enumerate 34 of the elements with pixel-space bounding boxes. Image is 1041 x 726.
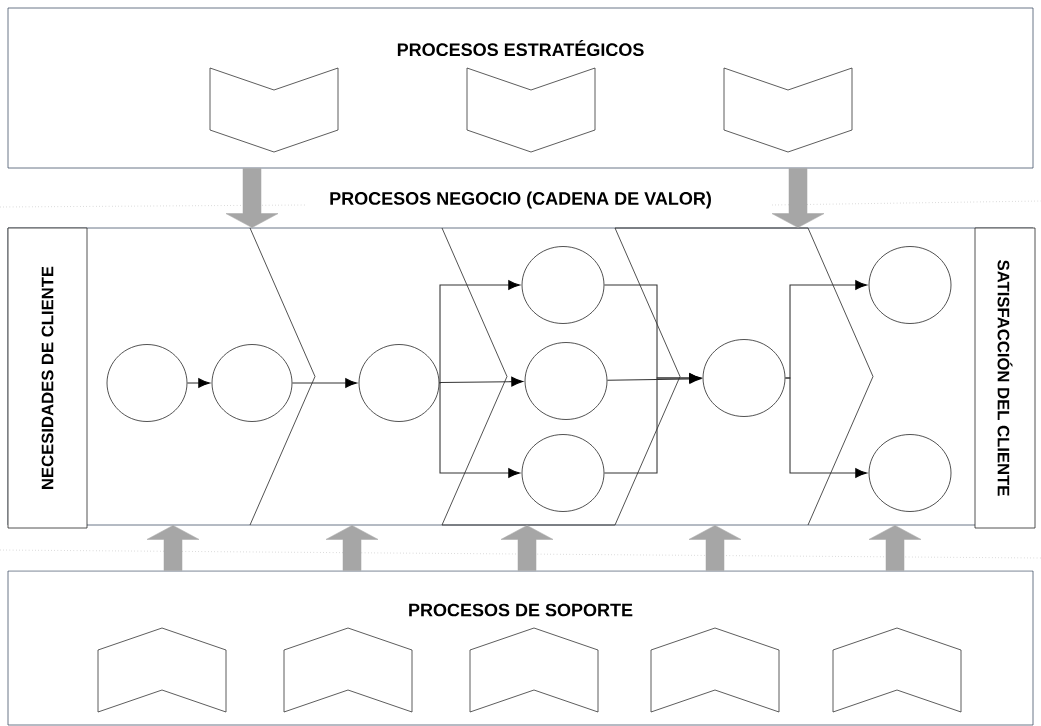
block-arrow bbox=[225, 168, 279, 228]
arrow bbox=[291, 378, 358, 388]
chevron-shape bbox=[283, 627, 413, 713]
arrow bbox=[186, 378, 211, 388]
process-circle bbox=[521, 434, 605, 512]
process-circle bbox=[868, 246, 952, 324]
chevron-shape bbox=[469, 627, 599, 713]
chevron-shape bbox=[723, 67, 853, 153]
node-label: PROCESOS NEGOCIO (CADENA DE VALOR) bbox=[330, 191, 711, 209]
chevron-shape bbox=[209, 67, 339, 153]
process-circle bbox=[868, 434, 952, 512]
process-circle bbox=[358, 344, 440, 422]
chevron-shape bbox=[832, 627, 962, 713]
chevron-shape bbox=[466, 67, 596, 153]
arrow bbox=[784, 377, 868, 478]
process-circle bbox=[524, 342, 608, 420]
process-circle bbox=[211, 344, 293, 422]
block-arrow bbox=[868, 525, 922, 571]
arrow bbox=[438, 280, 521, 384]
chevron-shape bbox=[97, 627, 227, 713]
arrow bbox=[438, 382, 521, 478]
arrow bbox=[603, 373, 702, 474]
process-circle bbox=[702, 339, 786, 417]
block-arrow bbox=[500, 525, 554, 571]
block-arrow bbox=[688, 525, 742, 571]
block-arrow bbox=[146, 525, 200, 571]
arrow bbox=[438, 376, 524, 387]
process-circle bbox=[521, 246, 605, 324]
block-arrow bbox=[325, 525, 379, 571]
side-box: NECESIDADES DE CLIENTE bbox=[7, 227, 88, 529]
side-box: SATISFACCIÓN DEL CLIENTE bbox=[974, 227, 1036, 529]
chevron-shape bbox=[650, 627, 780, 713]
process-circle bbox=[106, 344, 188, 422]
block-arrow bbox=[771, 168, 825, 228]
